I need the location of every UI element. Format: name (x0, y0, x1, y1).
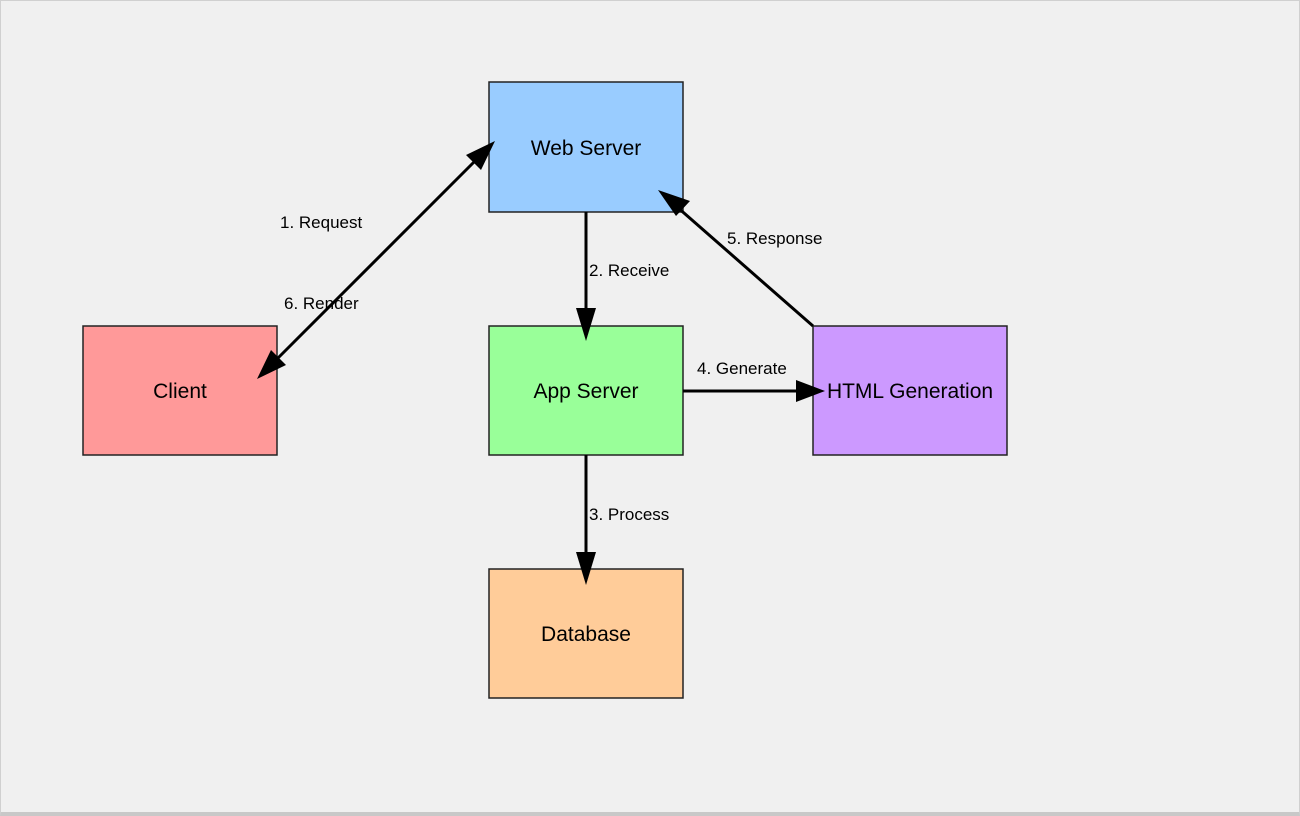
edge-html-web (658, 190, 814, 328)
arrowhead-to-database (576, 552, 596, 585)
edge-app-database (576, 455, 596, 585)
node-app-server: App Server (488, 325, 684, 456)
node-html-generation-box (812, 325, 1008, 456)
edge-client-web-server-line (271, 155, 481, 365)
node-database: Database (488, 568, 684, 699)
edge-label-process: 3. Process (589, 505, 669, 524)
arrowhead-to-app-server (576, 308, 596, 341)
node-web-server-label: Web Server (531, 137, 642, 160)
edge-client-web-server (257, 141, 495, 379)
node-web-server-box (488, 81, 684, 213)
edge-label-request: 1. Request (280, 213, 362, 232)
edge-label-render: 6. Render (284, 294, 359, 313)
node-client: Client (82, 325, 278, 456)
arrowhead-to-html-generation (796, 380, 825, 402)
node-html-generation: HTML Generation (812, 325, 1008, 456)
node-app-server-label: App Server (533, 380, 638, 403)
edge-label-generate: 4. Generate (697, 359, 787, 378)
edge-app-html (683, 380, 825, 402)
node-html-generation-label: HTML Generation (827, 380, 993, 403)
arrowhead-to-web-server (466, 141, 495, 170)
node-web-server: Web Server (488, 81, 684, 213)
edge-label-receive: 2. Receive (589, 261, 669, 280)
node-client-label: Client (153, 380, 207, 403)
node-database-label: Database (541, 623, 631, 646)
edge-label-response: 5. Response (727, 229, 822, 248)
edge-web-app (576, 212, 596, 341)
arrowhead-to-web-server-response (658, 190, 690, 216)
node-client-box (82, 325, 278, 456)
arrowhead-to-client (257, 350, 286, 379)
node-database-box (488, 568, 684, 699)
edge-html-web-line (675, 204, 814, 328)
